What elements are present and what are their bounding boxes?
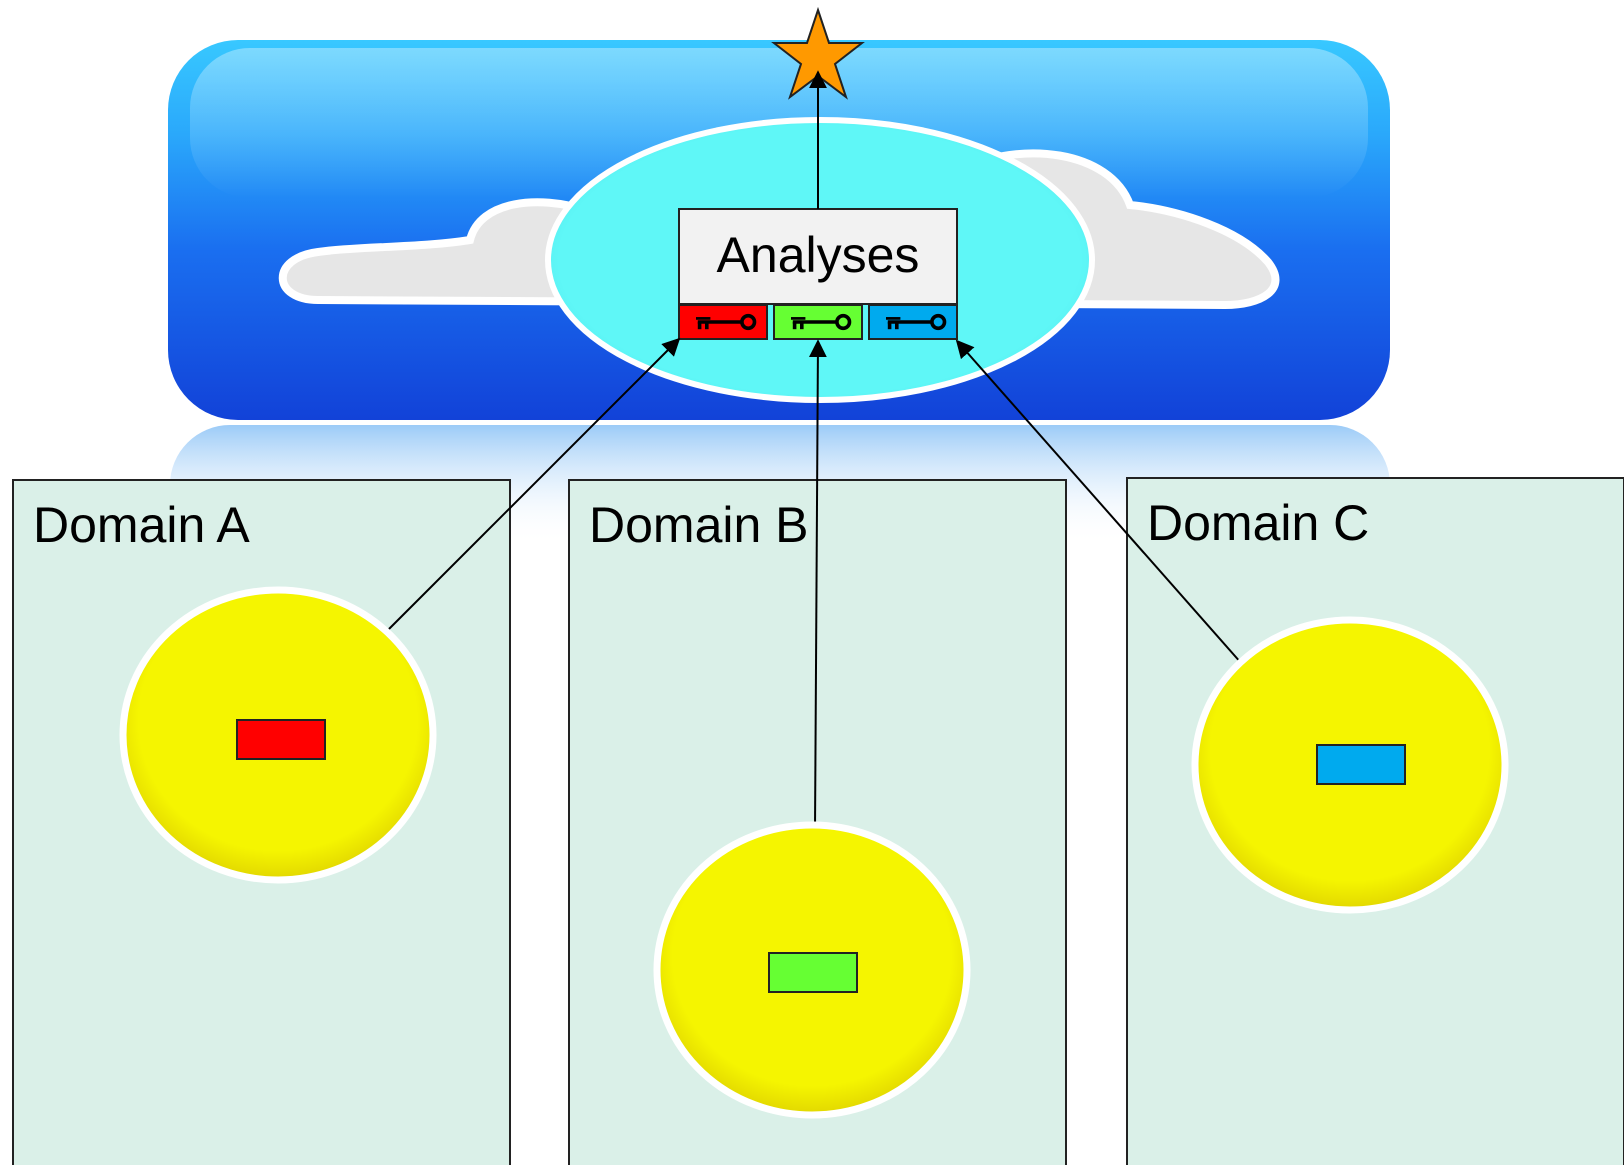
analyses-box[interactable]: Analyses xyxy=(678,208,958,305)
arrow-domain-b xyxy=(808,339,827,831)
key-slot-blue xyxy=(868,304,958,340)
domain-label: Domain A xyxy=(33,497,250,553)
key-slot-red xyxy=(678,304,768,340)
domain-label: Domain C xyxy=(1147,495,1369,551)
data-record xyxy=(768,952,858,993)
arrow-domain-a xyxy=(384,337,681,634)
analyses-label: Analyses xyxy=(717,227,920,283)
arrow-domain-c xyxy=(955,339,1243,665)
data-record xyxy=(236,719,326,760)
data-node-b[interactable] xyxy=(653,821,971,1119)
data-node-a[interactable] xyxy=(119,586,437,884)
data-node-c[interactable] xyxy=(1191,616,1509,914)
domain-label: Domain B xyxy=(589,497,809,553)
key-slot-green xyxy=(773,304,863,340)
data-record xyxy=(1316,744,1406,785)
